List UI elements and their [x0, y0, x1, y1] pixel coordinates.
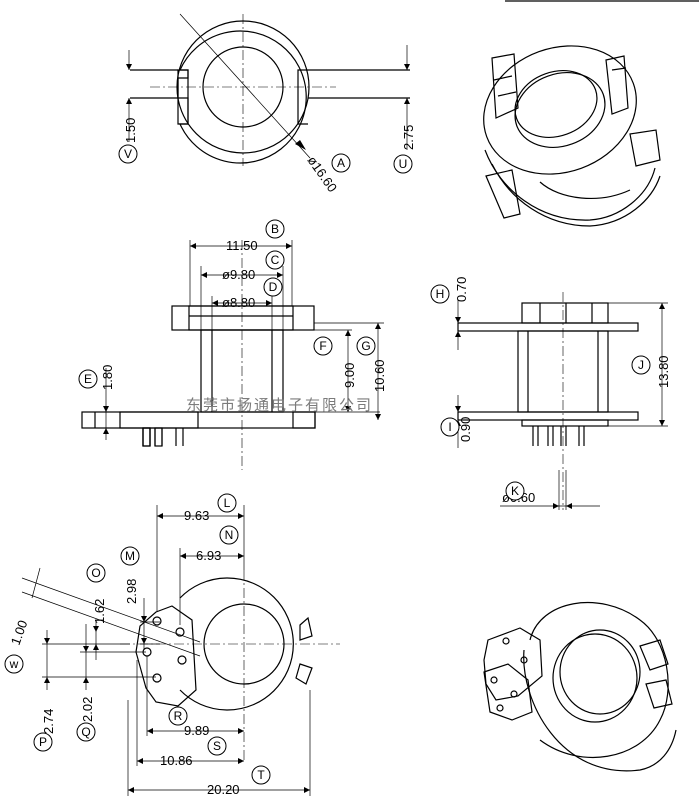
label-U: U: [399, 157, 408, 171]
dim-H-value: 0.70: [454, 277, 469, 302]
dim-P-value: 2.74: [41, 709, 56, 734]
label-I: I: [448, 420, 451, 434]
bottom-view: 9.63 L 6.93 N 2.98 M 1.62 O 1.00 w: [4, 493, 340, 797]
front-view: 11.50 B ø9.80 C ø8.80 D 9.00 F 10.60 G: [78, 219, 387, 470]
label-Q-bubble: [76, 722, 96, 742]
label-T: T: [257, 768, 265, 782]
label-M: M: [125, 549, 135, 563]
side-view: 0.70 H 0.90 I 13.80 J ø0.60 K: [430, 277, 671, 510]
label-H-bubble: [430, 284, 450, 304]
label-N: N: [225, 528, 234, 542]
label-L: L: [224, 496, 231, 510]
label-O: O: [91, 566, 100, 580]
top-view: ø16.60 A 1.50 V 2.75 U: [118, 13, 416, 195]
label-S-bubble: [207, 736, 227, 756]
label-C: C: [271, 253, 280, 267]
label-O-bubble: [86, 563, 106, 583]
dim-N-value: 6.93: [196, 548, 221, 563]
watermark-text: 东莞市扬通电子有限公司: [186, 396, 373, 414]
dim-S-value: 10.86: [160, 753, 193, 768]
label-J: J: [638, 358, 644, 372]
label-V-bubble: [118, 144, 138, 164]
dim-O-value: 1.62: [92, 599, 107, 624]
label-D: D: [269, 280, 278, 294]
dim-I-value: 0.90: [458, 417, 473, 442]
label-J-bubble: [631, 355, 651, 375]
dim-G-value: 10.60: [372, 359, 387, 392]
dim-L-value: 9.63: [184, 508, 209, 523]
label-N-bubble: [219, 525, 239, 545]
label-B: B: [271, 222, 279, 236]
dim-M-value: 2.98: [124, 579, 139, 604]
label-C-bubble: [265, 250, 285, 270]
dim-Q-value: 2.02: [80, 697, 95, 722]
isometric-view-bottom: [483, 601, 677, 772]
dim-W-value: 1.00: [8, 618, 31, 647]
label-H: H: [436, 287, 445, 301]
dim-E-value: 1.80: [100, 365, 115, 390]
label-F: F: [319, 339, 326, 353]
label-A-bubble: [331, 153, 351, 173]
label-S: S: [213, 739, 221, 753]
label-L-bubble: [217, 493, 237, 513]
label-U-bubble: [393, 154, 413, 174]
pin-plate: [135, 605, 197, 707]
label-A: A: [337, 156, 345, 170]
dim-U-value: 2.75: [401, 125, 416, 150]
isometric-view-top: [483, 45, 661, 227]
dim-C-value: ø9.80: [222, 267, 255, 282]
label-W-bubble: [4, 654, 24, 674]
label-P: P: [39, 735, 47, 749]
label-K: K: [511, 484, 519, 498]
label-P-bubble: [33, 732, 53, 752]
label-V: V: [124, 147, 132, 161]
dim-D-value: ø8.80: [222, 295, 255, 310]
label-M-bubble: [120, 546, 140, 566]
label-B-bubble: [265, 219, 285, 239]
dim-J-value: 13.80: [656, 355, 671, 388]
label-T-bubble: [251, 765, 271, 785]
label-I-bubble: [440, 417, 460, 437]
dim-R-value: 9.89: [184, 723, 209, 738]
label-E: E: [84, 372, 92, 386]
label-R: R: [174, 709, 183, 723]
label-K-bubble: [505, 481, 525, 501]
label-F-bubble: [313, 336, 333, 356]
label-G: G: [361, 339, 370, 353]
dim-B-value: 11.50: [226, 238, 258, 253]
label-R-bubble: [168, 706, 188, 726]
label-G-bubble: [356, 336, 376, 356]
dim-V-value: 1.50: [123, 118, 138, 143]
label-D-bubble: [263, 277, 283, 297]
top-view-outer-flange: [177, 30, 307, 164]
dim-T-value: 20.20: [207, 782, 240, 797]
dim-F-value: 9.00: [342, 363, 357, 388]
label-Q: Q: [81, 725, 90, 739]
label-W: w: [9, 657, 19, 671]
label-E-bubble: [78, 369, 98, 389]
